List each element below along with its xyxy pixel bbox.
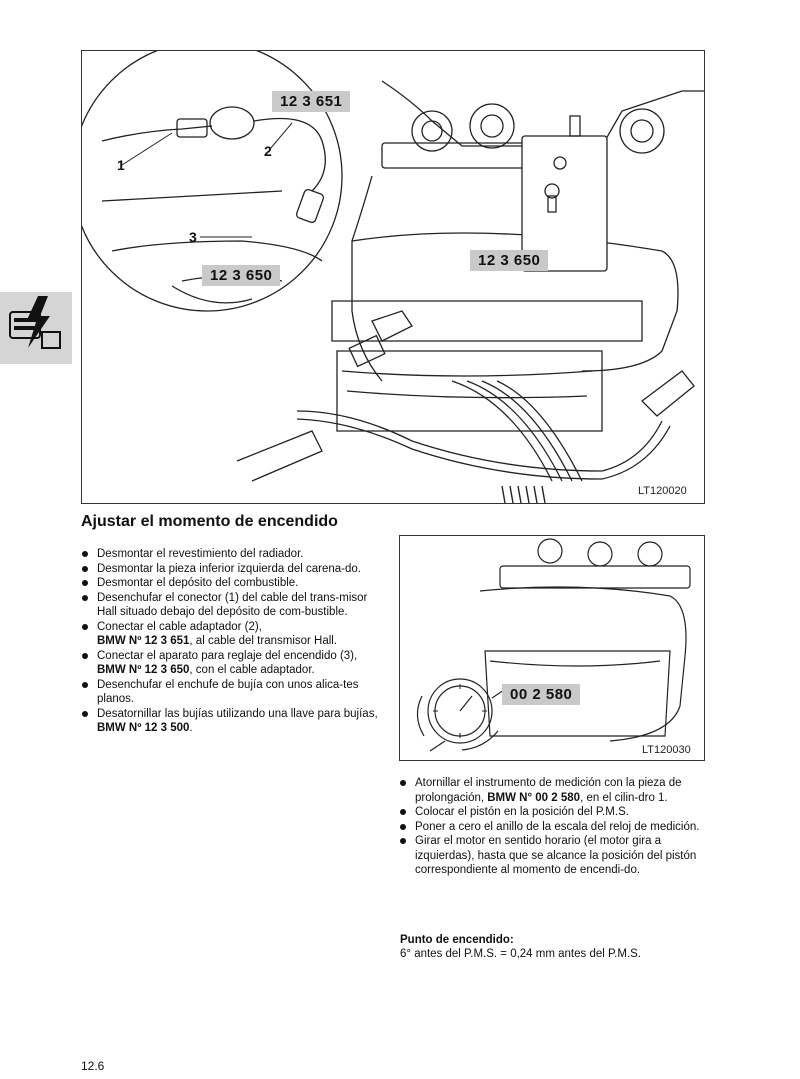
ignition-lightning-icon bbox=[9, 296, 61, 349]
callout-1-leader bbox=[121, 132, 173, 166]
list-item: Desmontar la pieza inferior izquierda de… bbox=[81, 562, 381, 577]
engine-line-drawing bbox=[82, 51, 704, 503]
list-item: Desmontar el revestimiento del radiador. bbox=[81, 547, 381, 562]
procedure-list-left: Desmontar el revestimiento del radiador.… bbox=[81, 547, 381, 736]
list-item: Poner a cero el anillo de la escala del … bbox=[399, 820, 704, 835]
figure-code: LT120020 bbox=[638, 485, 687, 497]
ignition-point-value: 6° antes del P.M.S. = 0,24 mm antes del … bbox=[400, 948, 642, 960]
chapter-tab bbox=[0, 292, 72, 364]
ignition-point-title: Punto de encendido: bbox=[400, 934, 514, 946]
part-label-dial-gauge: 00 2 580 bbox=[502, 684, 581, 705]
part-label-tester-device: 12 3 650 bbox=[470, 250, 549, 271]
callout-2-leader bbox=[269, 122, 293, 150]
callout-2: 2 bbox=[264, 143, 272, 159]
list-item: Conectar el aparato para reglaje del enc… bbox=[81, 649, 381, 678]
callout-1: 1 bbox=[117, 157, 125, 173]
dial-gauge-figure: 00 2 580 LT120030 bbox=[399, 535, 705, 761]
list-item: Desatornillar las bujías utilizando una … bbox=[81, 707, 381, 736]
list-item: Desenchufar el conector (1) del cable de… bbox=[81, 591, 381, 620]
detail-zoom-circle bbox=[82, 51, 343, 312]
dial-gauge-drawing bbox=[416, 538, 691, 752]
list-item: Conectar el cable adaptador (2),BMW Nº 1… bbox=[81, 620, 381, 649]
list-item: Girar el motor en sentido horario (el mo… bbox=[399, 834, 704, 878]
callout-3: 3 bbox=[189, 229, 197, 245]
figure-code: LT120030 bbox=[642, 744, 691, 756]
list-item: Colocar el pistón en la posición del P.M… bbox=[399, 805, 704, 820]
part-label-tester-wire: 12 3 650 bbox=[202, 265, 281, 286]
section-title: Ajustar el momento de encendido bbox=[81, 513, 338, 530]
procedure-list-right: Atornillar el instrumento de medición co… bbox=[399, 776, 704, 878]
part-label-cable-adapter: 12 3 651 bbox=[272, 91, 351, 112]
engine-ignition-figure: 12 3 651 12 3 650 12 3 650 1 2 3 LT12002… bbox=[81, 50, 705, 504]
list-item: Desenchufar el enchufe de bujía con unos… bbox=[81, 678, 381, 707]
list-item: Desmontar el depósito del combustible. bbox=[81, 576, 381, 591]
list-item: Atornillar el instrumento de medición co… bbox=[399, 776, 704, 805]
page-number: 12.6 bbox=[81, 1059, 105, 1073]
